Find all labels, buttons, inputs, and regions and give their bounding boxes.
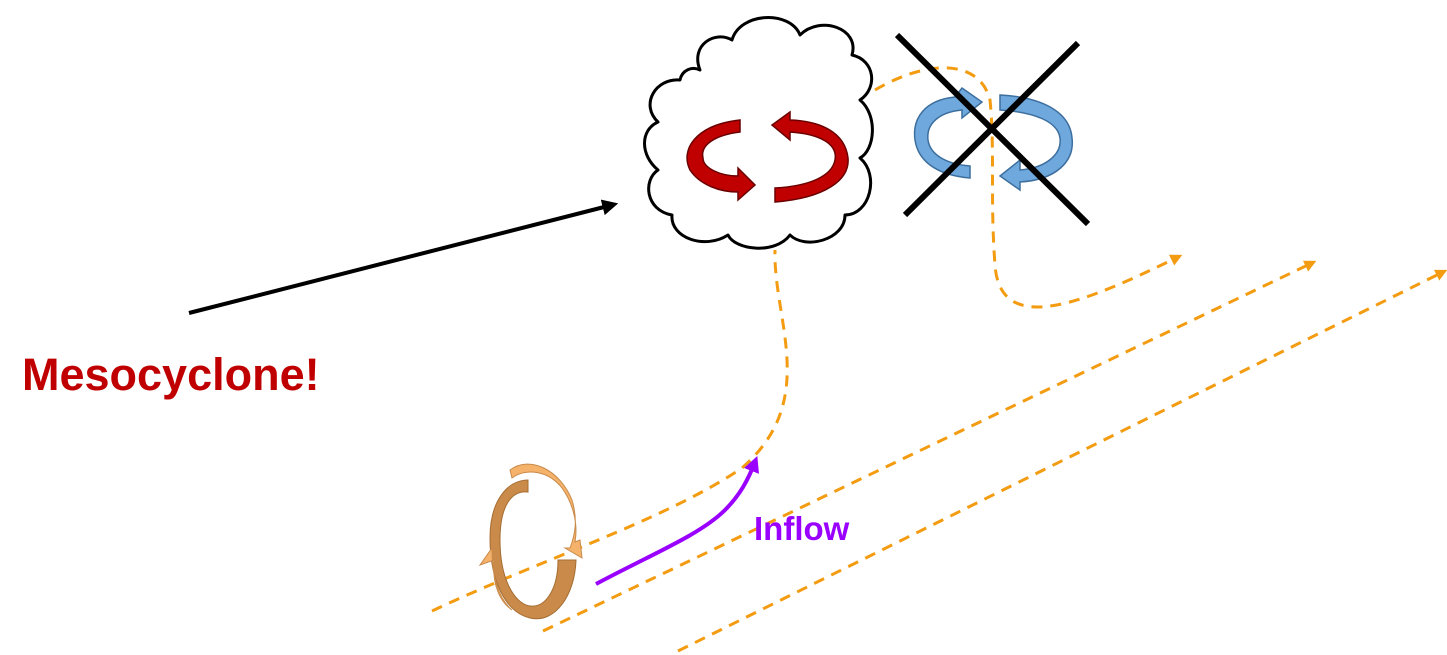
counterclockwise-rotation-icon	[686, 110, 849, 203]
streamline-over-cloud	[874, 66, 1183, 309]
horizontal-vortex-icon	[478, 463, 583, 620]
streamline-middle	[542, 260, 1317, 633]
mesocyclone-label: Mesocyclone!	[22, 349, 320, 400]
inflow-arrow	[595, 456, 759, 586]
cloud-icon	[643, 16, 874, 250]
x-mark-icon	[894, 32, 1091, 227]
streamlines	[431, 66, 1447, 653]
clockwise-rotation-icon	[913, 86, 1073, 192]
inflow-label: Inflow	[754, 510, 850, 547]
streamline-lower	[677, 269, 1447, 653]
streamline-updraft-inflow	[431, 249, 789, 613]
mesocyclone-pointer-arrow	[188, 199, 619, 315]
